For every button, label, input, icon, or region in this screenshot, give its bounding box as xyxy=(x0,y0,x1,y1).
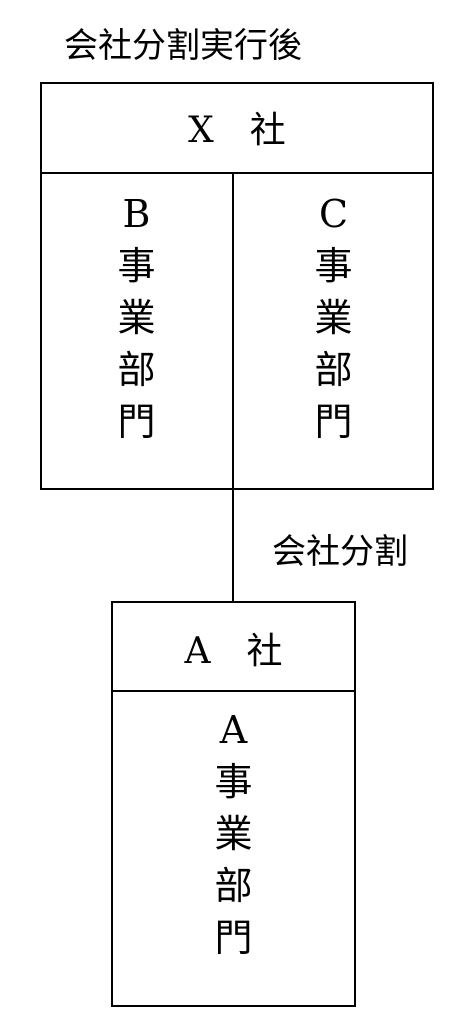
diagram-title: 会社分割実行後 xyxy=(64,26,302,66)
a-company-box xyxy=(111,601,356,1007)
a-division-label: A 事 業 部 門 xyxy=(214,708,253,960)
x-company-division-divider xyxy=(232,172,234,490)
x-company-name: X 社 xyxy=(188,110,286,151)
x-company-header-divider xyxy=(40,172,434,174)
x-division-b-label: B 事 業 部 門 xyxy=(117,192,156,444)
a-company-name: A 社 xyxy=(184,631,283,672)
split-connector-line xyxy=(232,488,234,602)
x-company-box xyxy=(40,82,434,490)
a-company-header-divider xyxy=(111,690,356,692)
x-division-c-label: C 事 業 部 門 xyxy=(314,192,353,444)
split-label: 会社分割 xyxy=(272,532,408,572)
